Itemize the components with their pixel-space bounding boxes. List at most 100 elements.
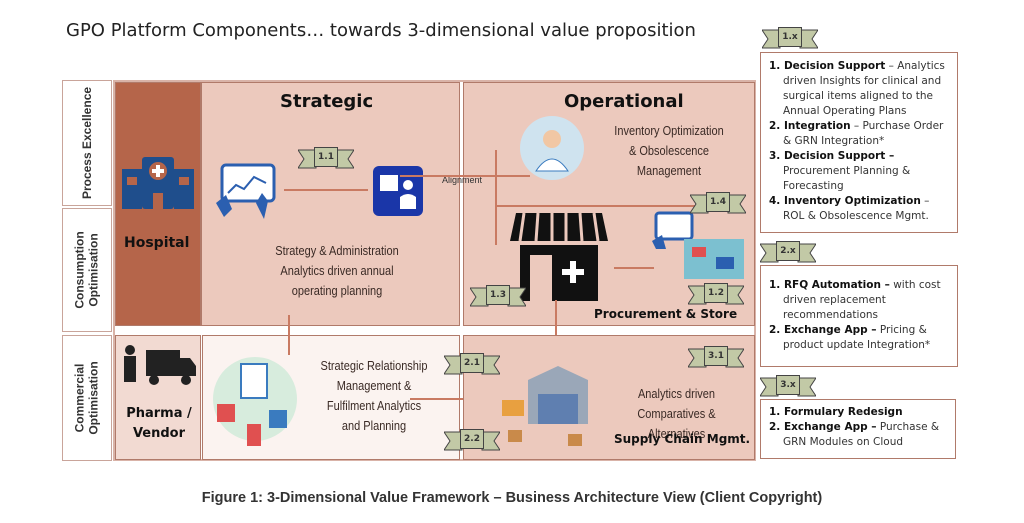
vertical-arrow-strategic [288,315,290,355]
ribbon-label: 1.x [778,27,802,47]
strategic-heading: Strategic [280,91,374,112]
arrow-relationship-supply [410,398,505,400]
notes-1x: 1. Decision Support – Analytics driven I… [760,52,958,233]
note-item: 2. Exchange App – Purchase & GRN Modules… [769,420,947,450]
note-title: 2. Integration [769,120,851,132]
ribbon-icon [687,285,745,305]
ribbon-label: 1.2 [704,283,728,303]
note-item: 2. Exchange App – Pricing & product upda… [769,323,949,353]
ribbon-1-3: 1.3 [469,282,527,310]
ribbon-icon [469,287,527,307]
notes-2x: 1. RFQ Automation – with cost driven rep… [760,265,958,367]
ribbon-1-2: 1.2 [687,280,745,308]
ribbon-icon [759,243,817,263]
medical-supplies-icon [684,239,744,279]
note-title: 3. Decision Support – [769,150,895,162]
ribbon-1-4: 1.4 [689,189,747,217]
ribbon-icon [759,377,817,397]
ribbon-icon [687,348,745,368]
ribbon-icon [443,431,501,451]
text-line: Strategy & Administration [275,244,399,258]
note-item: 1. Formulary Redesign [769,405,947,420]
ribbon-label: 1.3 [486,285,510,305]
note-item: 2. Integration – Purchase Order & GRN In… [769,119,949,149]
tablet-hand-icon [652,211,694,249]
note-text: Purchase & GRN Modules on Cloud [783,421,940,448]
note-title: 1. Formulary Redesign [769,406,903,418]
supply-description: Analytics driven Comparatives & Alternat… [613,384,741,444]
vendor-label: Pharma / Vendor [116,404,202,444]
hospital-label: Hospital [124,235,190,251]
note-text: Pricing & product update Integration* [783,324,931,351]
pharma-products-icon [213,357,297,446]
ribbon-label: 1.4 [706,192,730,212]
row-label-process-excellence: Process Excellence [62,80,112,206]
ribbon-label: 1.1 [314,147,338,167]
relationship-panel: Strategic Relationship Management & Fulf… [202,335,460,460]
note-text: with cost driven replacement recommendat… [783,279,941,321]
text-line: operating planning [291,284,383,298]
ribbon-1x: 1.x [761,24,819,52]
row-label-text: Process Excellence [80,86,95,200]
note-text: Procurement Planning & Forecasting [783,165,911,192]
ribbon-1-1: 1.1 [297,144,355,172]
ribbon-3x: 3.x [759,372,817,400]
alignment-label: Alignment [442,175,483,185]
vendor-column: Pharma / Vendor [115,335,201,460]
note-item: 4. Inventory Optimization – ROL & Obsole… [769,194,949,224]
analytics-tablet-icon [216,163,276,219]
note-title: 2. Exchange App – [769,324,877,336]
alignment-arrow-horizontal [495,205,715,207]
text-line: Management [636,164,702,178]
arrow-store-supplies [614,267,654,269]
text-line: Comparatives & Alternatives [637,407,716,441]
delivery-truck-icon [124,345,196,385]
text-line: & Obsolescence [628,144,710,158]
note-title: 1. RFQ Automation – [769,279,890,291]
strategic-description: Strategy & Administration Analytics driv… [236,241,438,301]
ribbon-label: 2.x [776,241,800,261]
ribbon-icon [761,29,819,49]
administrator-icon [373,166,423,216]
operational-heading: Operational [564,91,684,112]
row-label-line: Optimisation [87,361,101,435]
arrow-strategy-admin [284,189,368,191]
ribbon-label: 2.1 [460,353,484,373]
text-line: and Planning [341,419,407,433]
vertical-arrow-operational [555,300,557,360]
text-line: Inventory Optimization [614,124,724,138]
supply-chain-label: Supply Chain Mgmt. [614,432,751,446]
hospital-icon [122,157,194,209]
note-item: 1. RFQ Automation – with cost driven rep… [769,278,949,323]
ribbon-icon [297,149,355,169]
ribbon-icon [443,355,501,375]
inventory-doctor-icon [520,116,584,180]
figure-caption: Figure 1: 3-Dimensional Value Framework … [201,490,823,506]
note-title: 2. Exchange App – [769,421,877,433]
row-label-line: Consumption [73,231,88,309]
notes-3x: 1. Formulary Redesign 2. Exchange App – … [760,399,956,459]
note-item: 1. Decision Support – Analytics driven I… [769,59,949,119]
text-line: Analytics driven annual [280,264,394,278]
text-line: Management & [336,379,412,393]
ribbon-3-1: 3.1 [687,343,745,371]
alignment-arrow [400,175,530,177]
hospital-column: Hospital [115,82,201,326]
text-line: Vendor [132,426,186,441]
text-line: Strategic Relationship [320,359,428,373]
strategic-panel: Strategic Strategy & Administration Anal… [201,82,460,326]
note-title: 1. Decision Support [769,60,886,72]
ribbon-label: 2.2 [460,429,484,449]
ribbon-2x: 2.x [759,238,817,266]
note-title: 4. Inventory Optimization [769,195,921,207]
note-text: – Purchase Order & GRN Integration* [783,120,944,147]
supply-chain-warehouse-icon [502,366,588,446]
note-item: 3. Decision Support – Procurement Planni… [769,149,949,194]
text-line: Analytics driven [637,387,716,401]
text-line: Fulfilment Analytics [326,399,422,413]
ribbon-2-1: 2.1 [443,350,501,378]
relationship-description: Strategic Relationship Management & Fulf… [308,356,440,436]
